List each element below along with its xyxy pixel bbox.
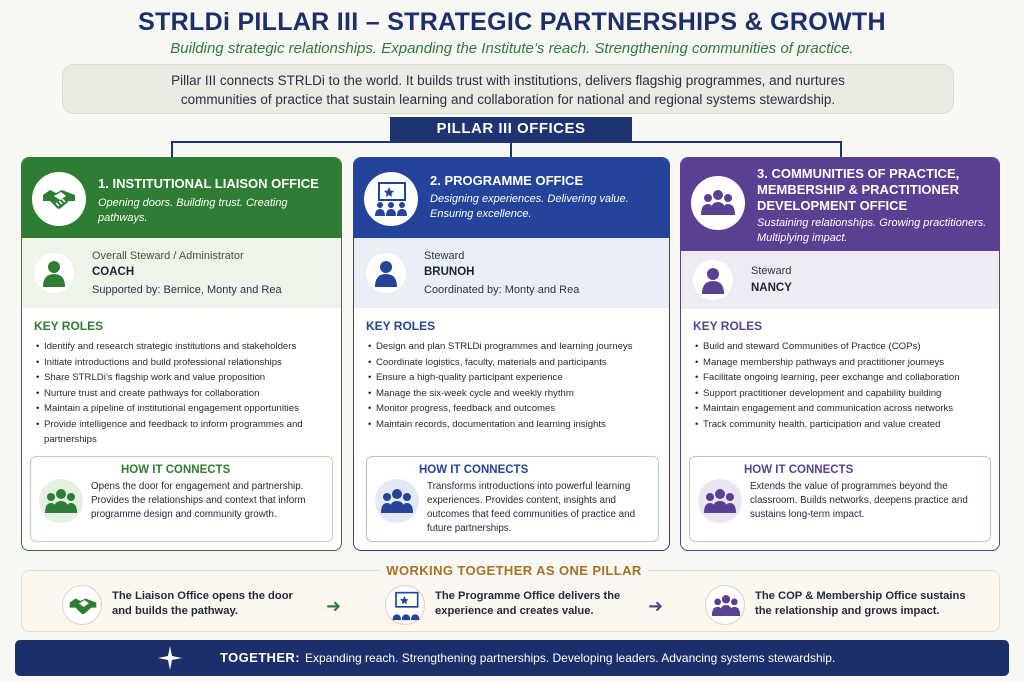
roles-heading: KEY ROLES bbox=[693, 319, 763, 333]
intro-line-1: Pillar III connects STRLDi to the world.… bbox=[171, 73, 845, 88]
list-item: Maintain a pipeline of institutional eng… bbox=[36, 401, 331, 417]
office-tagline: Designing experiences. Delivering value.… bbox=[430, 193, 629, 220]
handshake-icon bbox=[32, 172, 86, 226]
offices-banner: PILLAR III OFFICES bbox=[390, 117, 632, 141]
office-tagline: Sustaining relationships. Growing practi… bbox=[757, 217, 987, 244]
community-icon bbox=[705, 585, 745, 625]
connect-heading: HOW IT CONNECTS bbox=[419, 464, 529, 476]
office-card-community: 3. COMMUNITIES OF PRACTICE, MEMBERSHIP &… bbox=[680, 157, 1000, 551]
step-text: The Liaison Office opens the door and bu… bbox=[112, 589, 293, 619]
list-item: Monitor progress, feedback and outcomes bbox=[368, 401, 659, 417]
steward-panel: Steward BRUNOH Coordinated by: Monty and… bbox=[354, 238, 669, 308]
office-card-liaison: 1. INSTITUTIONAL LIAISON OFFICE Opening … bbox=[21, 157, 342, 551]
list-item: Ensure a high-quality participant experi… bbox=[368, 370, 659, 386]
card-header: 2. PROGRAMME OFFICE Designing experience… bbox=[354, 158, 669, 238]
compass-star-icon bbox=[158, 646, 182, 670]
page-subtitle: Building strategic relationships. Expand… bbox=[170, 40, 854, 57]
office-title: 1. INSTITUTIONAL LIAISON OFFICE bbox=[98, 176, 319, 191]
list-item: Facilitate ongoing learning, peer exchan… bbox=[695, 370, 989, 386]
footer-label: TOGETHER: bbox=[220, 650, 300, 665]
footer-banner: TOGETHER: Expanding reach. Strengthening… bbox=[15, 640, 1009, 676]
steward-role: Steward bbox=[424, 250, 465, 262]
list-item: Track community health, participation an… bbox=[695, 417, 989, 433]
list-item: Share STRLDi’s flagship work and value p… bbox=[36, 370, 331, 386]
office-title: 3. COMMUNITIES OF PRACTICE, MEMBERSHIP &… bbox=[757, 166, 960, 213]
group-icon bbox=[698, 479, 742, 523]
connect-box: HOW IT CONNECTS Opens the door for engag… bbox=[30, 456, 333, 542]
list-item: Provide intelligence and feedback to inf… bbox=[36, 417, 331, 448]
office-tagline: Opening doors. Building trust. Creating … bbox=[98, 197, 288, 224]
connect-box: HOW IT CONNECTS Transforms introductions… bbox=[366, 456, 659, 542]
step-line-1: The COP & Membership Office sustains bbox=[755, 590, 966, 602]
list-item: Identify and research strategic institut… bbox=[36, 339, 331, 355]
person-icon bbox=[366, 253, 406, 293]
community-icon bbox=[691, 176, 745, 230]
list-item: Manage the six-week cycle and weekly rhy… bbox=[368, 386, 659, 402]
card-header: 1. INSTITUTIONAL LIAISON OFFICE Opening … bbox=[22, 158, 341, 238]
arrow-right-icon: ➜ bbox=[648, 596, 664, 616]
steward-role: Steward bbox=[751, 265, 792, 277]
steward-name: NANCY bbox=[751, 282, 792, 294]
step-line-1: The Programme Office delivers the bbox=[435, 590, 621, 602]
intro-box: Pillar III connects STRLDi to the world.… bbox=[62, 64, 954, 114]
connector-lines bbox=[171, 141, 842, 157]
step-text: The COP & Membership Office sustains the… bbox=[755, 589, 966, 619]
steward-name: BRUNOH bbox=[424, 266, 475, 278]
page-title: STRLDi PILLAR III – STRATEGIC PARTNERSHI… bbox=[138, 8, 886, 36]
connect-heading: HOW IT CONNECTS bbox=[744, 464, 854, 476]
intro-line-2: communities of practice that sustain lea… bbox=[180, 92, 836, 107]
list-item: Build and steward Communities of Practic… bbox=[695, 339, 989, 355]
steward-panel: Steward NANCY bbox=[681, 251, 999, 309]
connect-text: Extends the value of programmes beyond t… bbox=[750, 481, 968, 520]
presentation-icon bbox=[385, 585, 425, 625]
list-item: Support practitioner development and cap… bbox=[695, 386, 989, 402]
card-header: 3. COMMUNITIES OF PRACTICE, MEMBERSHIP &… bbox=[681, 158, 999, 251]
list-item: Initiate introductions and build profess… bbox=[36, 355, 331, 371]
roles-list: Identify and research strategic institut… bbox=[36, 339, 331, 448]
step-line-2: and builds the pathway. bbox=[112, 605, 238, 617]
list-item: Manage membership pathways and practitio… bbox=[695, 355, 989, 371]
list-item: Nurture trust and create pathways for co… bbox=[36, 386, 331, 402]
list-item: Coordinate logistics, faculty, materials… bbox=[368, 355, 659, 371]
person-icon bbox=[34, 253, 74, 293]
office-card-programme: 2. PROGRAMME OFFICE Designing experience… bbox=[353, 157, 670, 551]
roles-heading: KEY ROLES bbox=[34, 319, 104, 333]
steward-name: COACH bbox=[92, 266, 135, 278]
connect-text: Opens the door for engagement and partne… bbox=[91, 481, 306, 520]
step-line-2: the relationship and grows impact. bbox=[755, 605, 940, 617]
connect-text: Transforms introductions into powerful l… bbox=[427, 481, 636, 534]
arrow-right-icon: ➜ bbox=[326, 596, 342, 616]
list-item: Maintain records, documentation and lear… bbox=[368, 417, 659, 433]
steward-role: Overall Steward / Administrator bbox=[92, 250, 244, 262]
step-text: The Programme Office delivers the experi… bbox=[435, 589, 620, 619]
connect-heading: HOW IT CONNECTS bbox=[121, 464, 231, 476]
step-line-1: The Liaison Office opens the door bbox=[112, 590, 293, 602]
steward-panel: Overall Steward / Administrator COACH Su… bbox=[22, 238, 341, 308]
list-item: Design and plan STRLDi programmes and le… bbox=[368, 339, 659, 355]
group-icon bbox=[39, 479, 83, 523]
roles-list: Build and steward Communities of Practic… bbox=[695, 339, 989, 432]
step-line-2: experience and creates value. bbox=[435, 605, 594, 617]
steward-support: Supported by: Bernice, Monty and Rea bbox=[92, 284, 282, 296]
list-item: Maintain engagement and communication ac… bbox=[695, 401, 989, 417]
roles-heading: KEY ROLES bbox=[366, 319, 436, 333]
person-icon bbox=[693, 260, 733, 300]
footer-text: Expanding reach. Strengthening partnersh… bbox=[305, 651, 836, 665]
connect-box: HOW IT CONNECTS Extends the value of pro… bbox=[689, 456, 991, 542]
together-heading: WORKING TOGETHER AS ONE PILLAR bbox=[380, 561, 648, 581]
handshake-icon bbox=[62, 585, 102, 625]
group-icon bbox=[375, 479, 419, 523]
office-title: 2. PROGRAMME OFFICE bbox=[430, 173, 584, 188]
presentation-icon bbox=[364, 172, 418, 226]
roles-list: Design and plan STRLDi programmes and le… bbox=[368, 339, 659, 432]
steward-support: Coordinated by: Monty and Rea bbox=[424, 284, 580, 296]
